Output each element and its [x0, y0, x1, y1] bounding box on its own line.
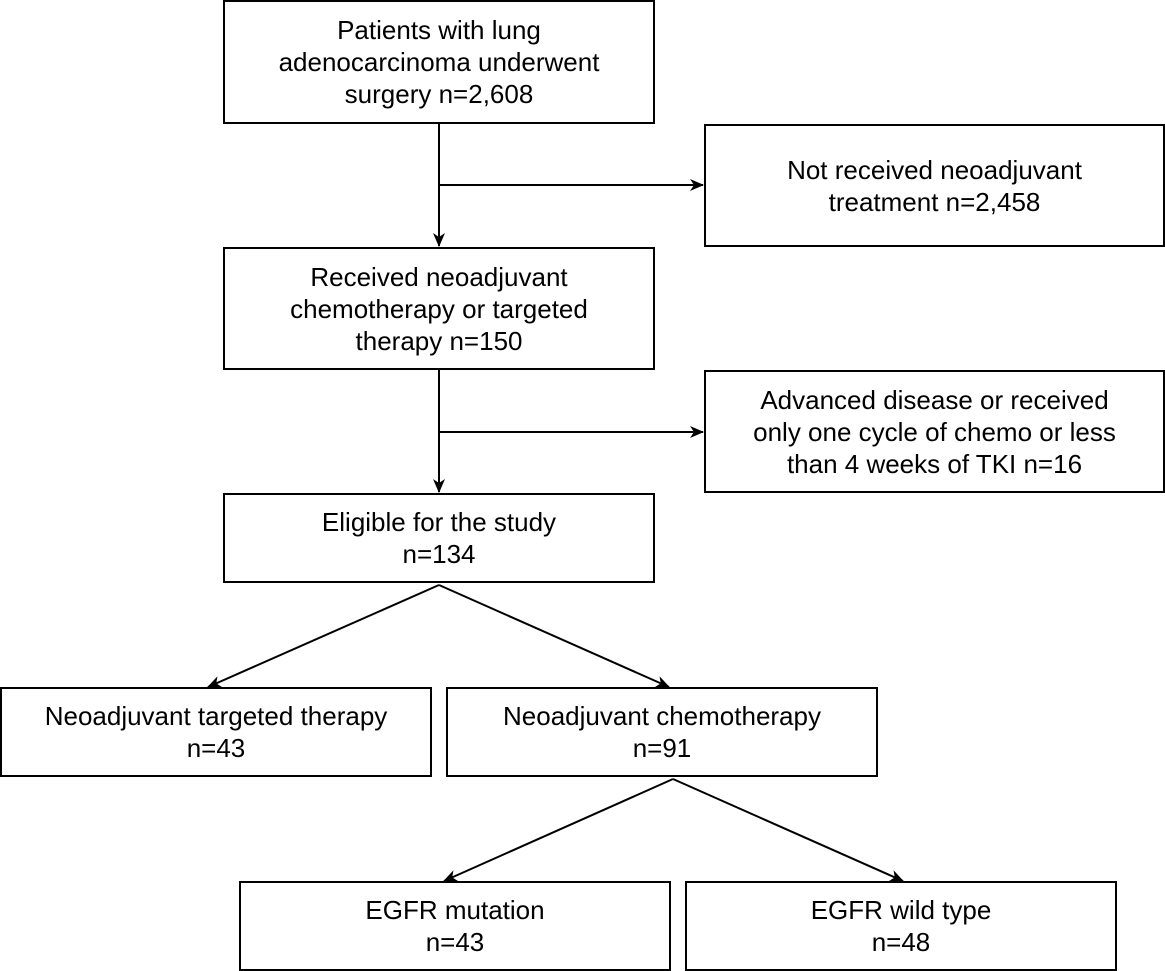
box-targeted-line-2: n=43	[186, 733, 246, 763]
box-egfr-wild-line-1: EGFR wild type	[810, 895, 992, 925]
box-egfr-mut-line-1: EGFR mutation	[365, 895, 545, 925]
box-surgery-line-2: adenocarcinoma underwent	[278, 47, 600, 77]
box-chemo-line-1: Neoadjuvant chemotherapy	[503, 701, 821, 731]
box-neoadjuvant-targeted: Neoadjuvant targeted therapy n=43	[0, 687, 432, 777]
box-not-neo-line-1: Not received neoadjuvant	[787, 154, 1082, 185]
box-eligible-line-1: Eligible for the study	[321, 507, 557, 537]
box-excluded: Advanced disease or received only one cy…	[704, 370, 1165, 493]
arrow-eligible-to-chemo	[438, 584, 670, 688]
box-chemo-line-2: n=91	[632, 733, 692, 763]
box-egfr-wild-type: EGFR wild type n=48	[685, 881, 1117, 971]
box-received-line-1: Received neoadjuvant	[310, 261, 568, 292]
box-excluded-line-1: Advanced disease or received	[760, 384, 1109, 415]
box-egfr-wild-line-2: n=48	[871, 927, 931, 957]
arrow-chemo-to-egfr-wild	[672, 778, 904, 882]
box-surgery-patients: Patients with lung adenocarcinoma underw…	[223, 0, 655, 124]
box-excluded-line-2: only one cycle of chemo or less	[753, 416, 1116, 447]
box-eligible: Eligible for the study n=134	[223, 493, 655, 583]
box-excluded-line-3: than 4 weeks of TKI n=16	[786, 448, 1083, 479]
box-targeted-line-1: Neoadjuvant targeted therapy	[44, 701, 388, 731]
box-egfr-mutation: EGFR mutation n=43	[239, 881, 671, 971]
box-not-received-neoadjuvant: Not received neoadjuvant treatment n=2,4…	[704, 124, 1165, 247]
arrow-chemo-to-egfr-mutation	[443, 778, 674, 882]
box-neoadjuvant-chemo: Neoadjuvant chemotherapy n=91	[446, 687, 878, 777]
box-surgery-line-1: Patients with lung	[337, 15, 541, 45]
box-received-line-3: therapy n=150	[355, 325, 523, 356]
box-not-neo-line-2: treatment n=2,458	[828, 186, 1041, 217]
box-eligible-line-2: n=134	[402, 539, 476, 569]
arrow-eligible-to-targeted	[207, 584, 440, 688]
box-egfr-mut-line-2: n=43	[425, 927, 485, 957]
box-received-neoadjuvant: Received neoadjuvant chemotherapy or tar…	[223, 247, 655, 370]
box-received-line-2: chemotherapy or targeted	[290, 293, 588, 324]
box-surgery-line-3: surgery n=2,608	[344, 79, 534, 109]
